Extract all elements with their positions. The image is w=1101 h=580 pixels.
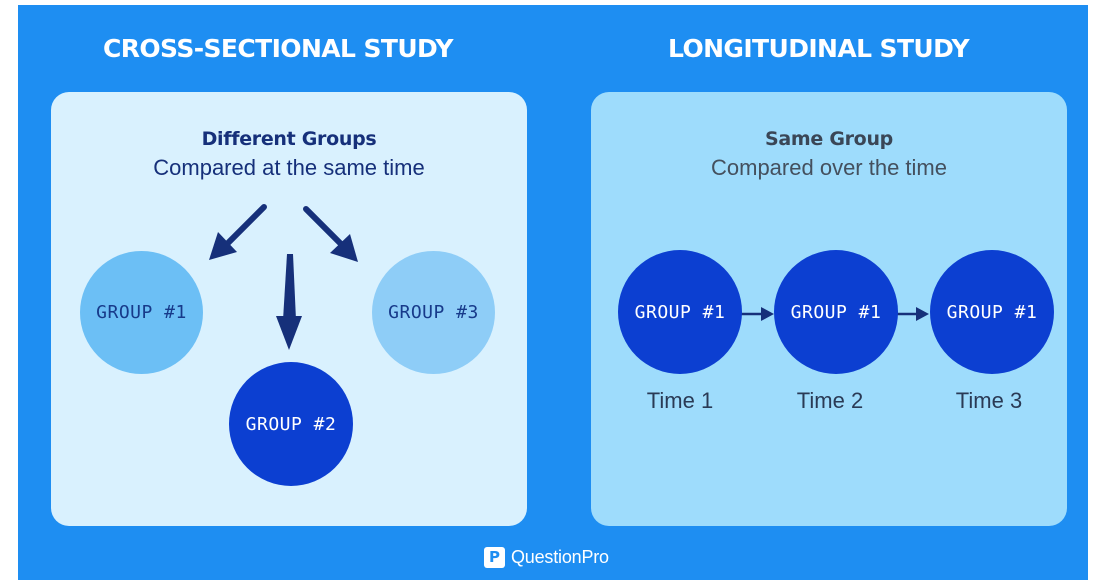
time-3-group-circle: GROUP #1	[930, 250, 1054, 374]
longitudinal-subheading: Compared over the time	[711, 155, 947, 180]
arrow-time-2-to-3	[897, 307, 929, 321]
time-1-group-circle: GROUP #1	[618, 250, 742, 374]
longitudinal-heading: Same Group	[765, 128, 893, 150]
arrow-to-group-3	[303, 206, 358, 262]
arrow-to-group-1	[209, 204, 267, 260]
time-1-label: Time 1	[646, 388, 714, 413]
brand-name: QuestionPro	[511, 546, 609, 567]
cross-sectional-heading: Different Groups	[201, 128, 377, 150]
questionpro-icon: P	[484, 546, 505, 568]
longitudinal-title: LONGITUDINAL STUDY	[668, 34, 970, 63]
cross-sectional-title: CROSS-SECTIONAL STUDY	[103, 34, 453, 63]
arrow-to-group-2	[276, 254, 302, 350]
group-3-circle: GROUP #3	[372, 251, 495, 374]
group-1-circle: GROUP #1	[80, 251, 203, 374]
time-2-group-circle: GROUP #1	[774, 250, 898, 374]
arrow-time-1-to-2	[741, 307, 774, 321]
time-2-label: Time 2	[796, 388, 864, 413]
time-3-label: Time 3	[955, 388, 1023, 413]
cross-sectional-subheading: Compared at the same time	[153, 155, 425, 180]
questionpro-logo: P QuestionPro	[484, 545, 609, 569]
group-2-circle: GROUP #2	[229, 362, 353, 486]
